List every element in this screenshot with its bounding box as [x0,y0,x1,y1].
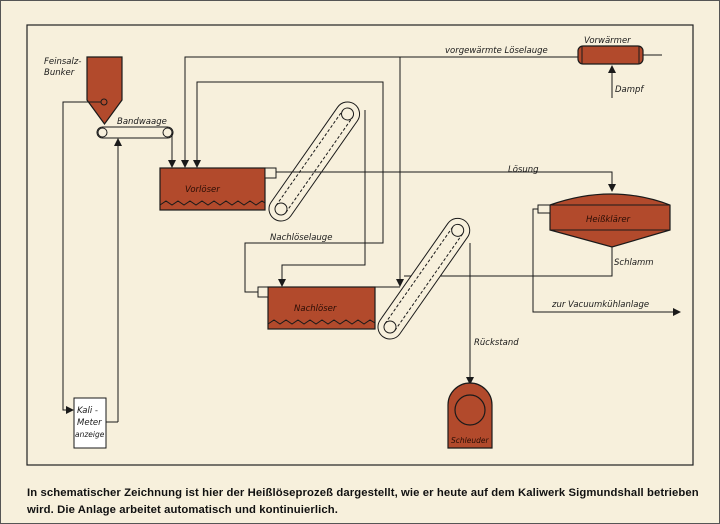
schleuder [447,382,493,449]
feinsalz-bunker [86,56,123,126]
kali-label-1: Kali - [77,406,98,416]
signal-line-bunker-to-meter [62,101,101,414]
nachloeser-tank [257,286,376,330]
kali-meter-box [73,397,107,449]
nachloeser-label: Nachlöser [294,304,337,314]
rueckstand-label: Rückstand [474,338,519,348]
vorwaermer-label: Vorwärmer [584,36,631,46]
loesung-line [276,171,616,192]
bunker-label-2: Bunker [44,68,75,78]
nachloeselauge-line [196,81,384,293]
loeselauge-line-main [184,56,578,167]
vorloeser-tank [159,167,277,211]
dampf-label: Dampf [615,85,645,95]
bandwaage-belt [96,126,174,139]
schlamm-line [404,247,613,277]
control-line-meter-to-belt [106,139,118,423]
elevator1-discharge-line [278,110,366,287]
bunker-label-1: Feinsalz- [44,57,81,67]
vacuum-label: zur Vacuumkühlanlage [551,300,649,310]
vorgewaermte-label: vorgewärmte Löselauge [445,46,548,56]
vorloeser-label: Vorlöser [185,185,220,195]
elevator-2 [377,217,471,340]
figure-caption: In schematischer Zeichnung ist hier der … [27,487,699,516]
vacuum-line [532,208,681,316]
schleuder-label: Schleuder [451,436,489,445]
kali-label-2: Meter [77,418,102,428]
elevator-1 [268,101,361,222]
bandwaage-label: Bandwaage [117,117,167,127]
nachloeselauge-label: Nachlöselauge [270,233,332,243]
schlamm-label: Schlamm [614,258,654,268]
heissklaerer-tank [537,193,671,248]
heissklaerer-label: Heißklärer [586,215,631,225]
diagram-frame [26,24,694,466]
vorwaermer [577,45,644,65]
kali-label-3: anzeige [75,430,105,439]
loesung-label: Lösung [508,165,539,175]
